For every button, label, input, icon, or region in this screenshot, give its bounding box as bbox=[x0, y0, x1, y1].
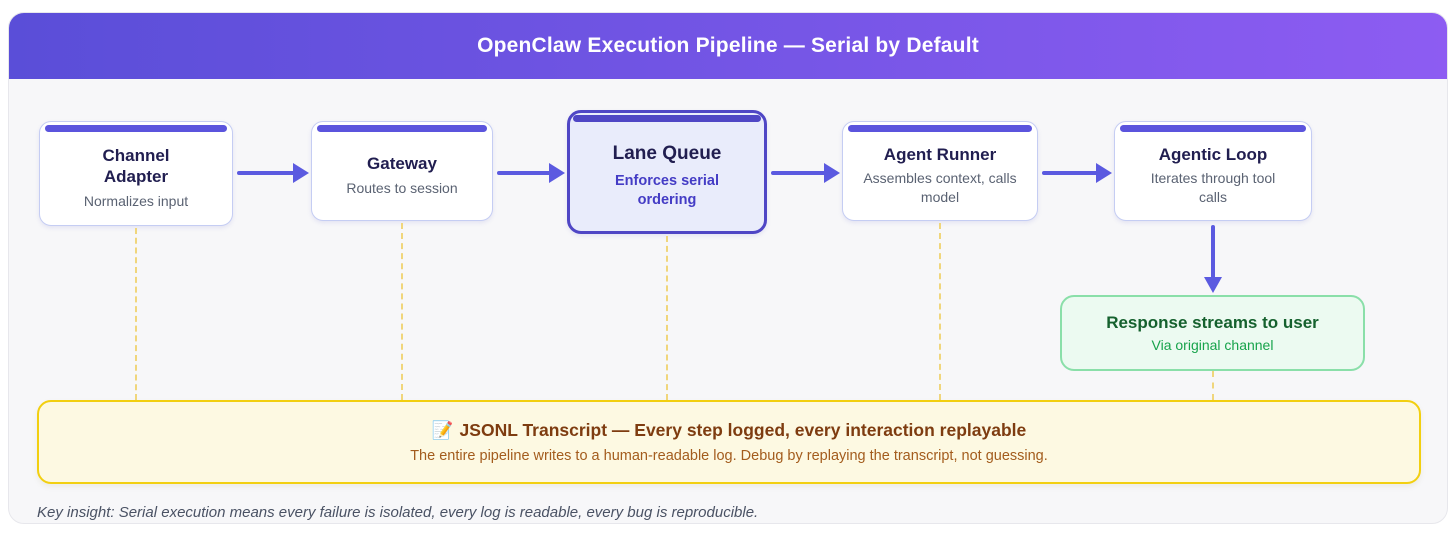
transcript-subtitle: The entire pipeline writes to a human-re… bbox=[410, 448, 1048, 464]
node-title: Channel Adapter bbox=[102, 146, 170, 187]
response-node: Response streams to user Via original ch… bbox=[1060, 295, 1365, 371]
node-subtitle: Iterates through tool calls bbox=[1150, 170, 1276, 205]
dashed-connector bbox=[1212, 371, 1214, 400]
arrow-right-icon bbox=[237, 163, 309, 183]
transcript-title-text: JSONL Transcript — Every step logged, ev… bbox=[459, 420, 1027, 440]
arrow-right-icon bbox=[771, 163, 840, 183]
diagram-header: OpenClaw Execution Pipeline — Serial by … bbox=[9, 13, 1447, 79]
memo-icon: 📝 bbox=[431, 420, 454, 440]
dashed-connector bbox=[666, 236, 668, 400]
transcript-banner: 📝JSONL Transcript — Every step logged, e… bbox=[37, 400, 1421, 484]
response-subtitle: Via original channel bbox=[1151, 337, 1274, 353]
pipeline-node-channel-adapter: Channel Adapter Normalizes input bbox=[39, 121, 233, 226]
dashed-connector bbox=[939, 223, 941, 400]
node-title: Agent Runner bbox=[883, 145, 997, 165]
key-insight-text: Key insight: Serial execution means ever… bbox=[37, 504, 759, 521]
node-title: Lane Queue bbox=[612, 143, 722, 165]
node-subtitle: Enforces serial ordering bbox=[615, 173, 719, 208]
node-subtitle: Assembles context, calls model bbox=[863, 170, 1017, 205]
node-subtitle: Normalizes input bbox=[83, 192, 189, 209]
pipeline-node-lane-queue: Lane Queue Enforces serial ordering bbox=[567, 110, 767, 234]
dashed-connector bbox=[401, 223, 403, 400]
diagram-title: OpenClaw Execution Pipeline — Serial by … bbox=[477, 34, 979, 57]
pipeline-node-gateway: Gateway Routes to session bbox=[311, 121, 493, 221]
dashed-connector bbox=[135, 228, 137, 400]
arrow-right-icon bbox=[497, 163, 565, 183]
response-title: Response streams to user bbox=[1106, 313, 1319, 332]
transcript-title: 📝JSONL Transcript — Every step logged, e… bbox=[432, 420, 1027, 441]
pipeline-node-agent-runner: Agent Runner Assembles context, calls mo… bbox=[842, 121, 1038, 221]
node-title: Agentic Loop bbox=[1158, 145, 1268, 165]
diagram-card: OpenClaw Execution Pipeline — Serial by … bbox=[8, 12, 1448, 524]
node-subtitle: Routes to session bbox=[346, 179, 458, 196]
arrow-right-icon bbox=[1042, 163, 1112, 183]
pipeline-node-agentic-loop: Agentic Loop Iterates through tool calls bbox=[1114, 121, 1312, 221]
node-title: Gateway bbox=[367, 154, 437, 174]
arrow-down-icon bbox=[1204, 225, 1222, 293]
